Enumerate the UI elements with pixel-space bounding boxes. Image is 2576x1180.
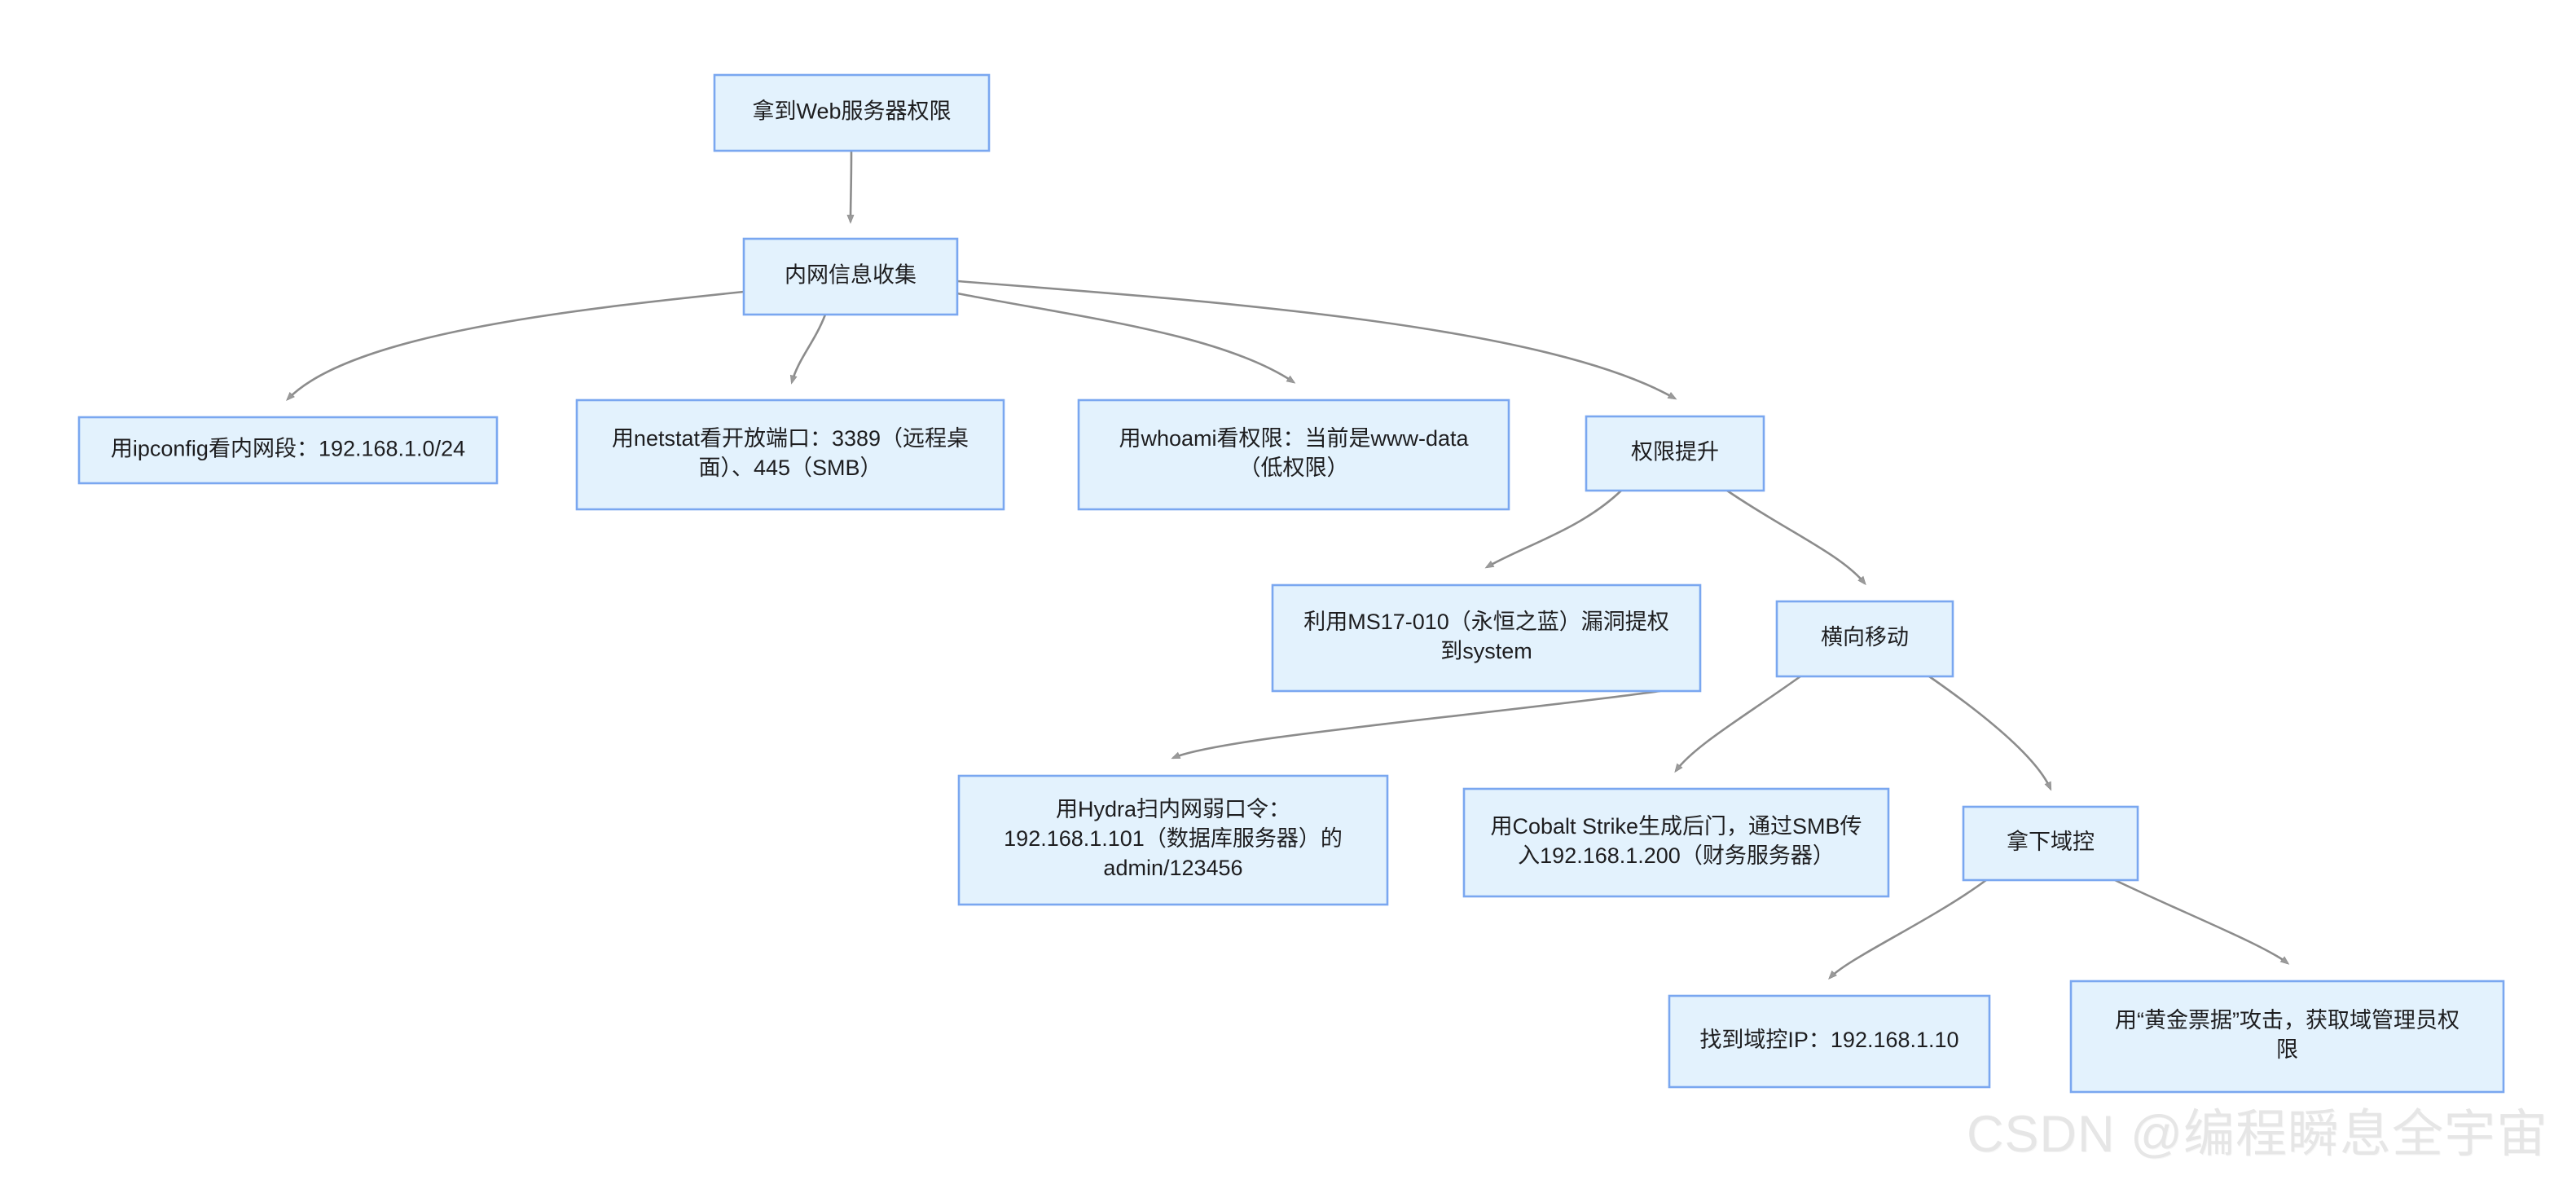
edge-intranet-recon-to-ipconfig: [286, 290, 745, 402]
node-ms17-010[interactable]: 利用MS17-010（永恒之蓝）漏洞提权到system: [1271, 583, 1702, 693]
node-domain-controller[interactable]: 拿下域控: [1962, 805, 2139, 882]
node-box-web-shell[interactable]: [713, 73, 991, 152]
edge-privesc-to-lateral-move: [1726, 489, 1866, 586]
node-label-line: 用netstat看开放端口：3389（远程桌: [612, 426, 969, 451]
node-box-whoami[interactable]: [1077, 398, 1510, 511]
edge-lateral-move-to-cobalt-strike: [1674, 675, 1801, 773]
node-label-domain-controller: 拿下域控: [2007, 830, 2095, 854]
edge-layer: [286, 150, 2290, 980]
node-label-ms17-010: 利用MS17-010（永恒之蓝）漏洞提权到system: [1303, 610, 1669, 663]
node-label-golden-ticket: 用“黄金票据”攻击，获取域管理员权限: [2115, 1008, 2460, 1062]
edge-intranet-recon-to-netstat: [789, 314, 827, 385]
node-web-shell[interactable]: 拿到Web服务器权限: [713, 73, 991, 152]
node-label-line: 拿到Web服务器权限: [752, 99, 951, 124]
edge-lateral-move-to-domain-controller: [1928, 675, 2052, 791]
node-label-hydra: 用Hydra扫内网弱口令： 192.168.1.101（数据库服务器）的 admin…: [1004, 797, 1343, 880]
node-cobalt-strike[interactable]: 用Cobalt Strike生成后门，通过SMB传入192.168.1.200（…: [1462, 787, 1890, 898]
node-ipconfig[interactable]: 用ipconfig看内网段：192.168.1.0/24: [77, 416, 499, 485]
node-box-netstat[interactable]: [575, 398, 1005, 511]
csdn-watermark: CSDN @编程瞬息全宇宙: [1967, 1106, 2548, 1163]
edge-intranet-recon-to-whoami: [956, 292, 1296, 384]
node-label-ipconfig: 用ipconfig看内网段：192.168.1.0/24: [111, 437, 465, 461]
node-label-line: 拿下域控: [2007, 830, 2095, 854]
node-box-hydra[interactable]: [957, 774, 1389, 906]
node-box-intranet-recon[interactable]: [742, 237, 959, 316]
node-label-line: 面）、445（SMB）: [698, 456, 881, 480]
node-box-golden-ticket[interactable]: [2069, 980, 2505, 1094]
node-box-lateral-move[interactable]: [1775, 600, 1954, 678]
node-label-line: 内网信息收集: [785, 263, 917, 288]
edge-domain-controller-to-find-dc-ip: [1828, 878, 1987, 980]
node-label-line: 入192.168.1.200（财务服务器）: [1518, 843, 1835, 868]
node-label-intranet-recon: 内网信息收集: [785, 263, 917, 288]
node-label-whoami: 用whoami看权限：当前是www-data （低权限）: [1119, 426, 1469, 480]
node-label-line: 用whoami看权限：当前是www-data: [1119, 426, 1469, 451]
edge-privesc-to-ms17-010: [1484, 490, 1622, 569]
node-label-line: 用Cobalt Strike生成后门，通过SMB传: [1490, 814, 1862, 839]
node-label-line: （低权限）: [1239, 456, 1349, 480]
node-layer: 拿到Web服务器权限内网信息收集用ipconfig看内网段：192.168.1.…: [77, 73, 2505, 1094]
node-box-ipconfig[interactable]: [77, 416, 499, 485]
node-label-cobalt-strike: 用Cobalt Strike生成后门，通过SMB传入192.168.1.200（…: [1490, 814, 1862, 868]
node-box-domain-controller[interactable]: [1962, 805, 2139, 882]
node-label-line: 利用MS17-010（永恒之蓝）漏洞提权: [1303, 610, 1669, 634]
node-label-find-dc-ip: 找到域控IP：192.168.1.10: [1699, 1028, 1958, 1052]
edge-intranet-recon-to-privesc: [956, 280, 1677, 400]
node-whoami[interactable]: 用whoami看权限：当前是www-data （低权限）: [1077, 398, 1510, 511]
node-find-dc-ip[interactable]: 找到域控IP：192.168.1.10: [1668, 994, 1991, 1089]
node-golden-ticket[interactable]: 用“黄金票据”攻击，获取域管理员权限: [2069, 980, 2505, 1094]
node-label-line: 到system: [1440, 639, 1532, 663]
node-intranet-recon[interactable]: 内网信息收集: [742, 237, 959, 316]
node-label-privesc: 权限提升: [1631, 440, 1719, 465]
node-label-line: 限: [2276, 1037, 2298, 1062]
node-lateral-move[interactable]: 横向移动: [1775, 600, 1954, 678]
node-box-privesc[interactable]: [1585, 415, 1765, 492]
node-label-line: admin/123456: [1103, 856, 1242, 880]
edge-ms17-010-to-hydra: [1171, 689, 1661, 760]
node-label-line: 权限提升: [1631, 440, 1719, 465]
node-label-line: 用“黄金票据”攻击，获取域管理员权: [2115, 1008, 2460, 1032]
node-label-line: 横向移动: [1821, 625, 1909, 649]
node-netstat[interactable]: 用netstat看开放端口：3389（远程桌面）、445（SMB）: [575, 398, 1005, 511]
node-box-ms17-010[interactable]: [1271, 583, 1702, 693]
node-label-netstat: 用netstat看开放端口：3389（远程桌面）、445（SMB）: [612, 426, 969, 480]
node-box-find-dc-ip[interactable]: [1668, 994, 1991, 1089]
node-label-line: 找到域控IP：192.168.1.10: [1699, 1028, 1958, 1052]
node-label-line: 192.168.1.101（数据库服务器）的: [1004, 826, 1343, 851]
node-label-line: 用Hydra扫内网弱口令：: [1056, 797, 1290, 821]
node-box-cobalt-strike[interactable]: [1462, 787, 1890, 898]
node-privesc[interactable]: 权限提升: [1585, 415, 1765, 492]
node-hydra[interactable]: 用Hydra扫内网弱口令： 192.168.1.101（数据库服务器）的 admin…: [957, 774, 1389, 906]
node-label-line: 用ipconfig看内网段：192.168.1.0/24: [111, 437, 465, 461]
node-label-lateral-move: 横向移动: [1821, 625, 1909, 649]
edge-domain-controller-to-golden-ticket: [2114, 878, 2290, 965]
node-label-web-shell: 拿到Web服务器权限: [752, 99, 951, 124]
